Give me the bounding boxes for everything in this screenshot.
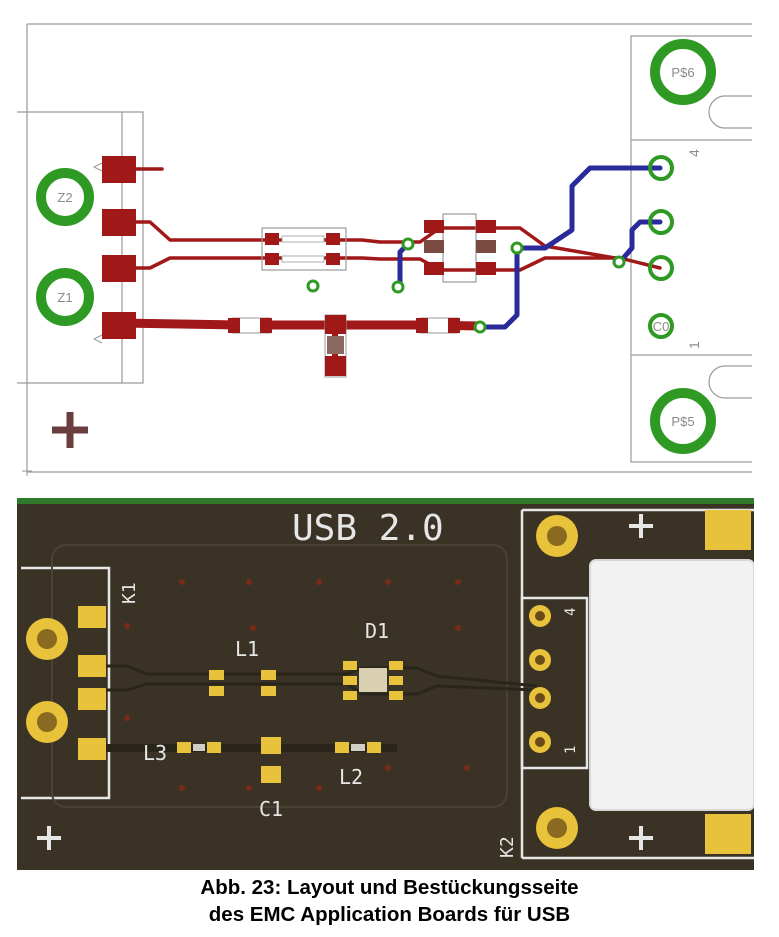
ground-plane-border [51,544,508,808]
inductor-l2-footprint [416,317,460,334]
caption-line-2: des EMC Application Boards für USB [208,903,571,926]
fiducial-cross [52,412,88,448]
board-cutout [590,560,754,810]
pad-label-p6: P$6 [671,65,694,80]
board-photo: USB 2.0 L1 D1 L3 L2 C1 K1 K2 4 1 [17,498,754,870]
pcb-layout-view: Z2 Z1 P$6 P$5 4 1 C0 [17,23,752,476]
top-layer-traces [115,167,662,363]
connector-pin-marks [92,162,103,344]
inductor-l1-footprint [261,227,347,271]
silk-pin-1: 1 [563,746,579,754]
left-connector-pads [102,156,136,339]
board-outline [17,23,752,473]
silk-label-l2: L2 [339,765,363,789]
silk-label-k2: K2 [497,836,518,858]
photo-plus-marks [37,514,653,850]
caption-line-1: Abb. 23: Layout und Bestückungsseite [200,876,579,899]
pad-label-z1: Z1 [57,290,72,305]
right-connector-pins [648,155,674,339]
silk-label-l1: L1 [235,637,259,661]
silk-pin-4: 4 [563,608,579,616]
photo-gold-pads [78,510,751,854]
vias [306,237,626,334]
connector-label: C0 [653,319,670,334]
photo-mounting-holes [26,515,578,849]
silk-label-c1: C1 [259,797,283,821]
pad-label-p5: P$5 [671,414,694,429]
silk-label-k1: K1 [119,582,140,604]
board-title: USB 2.0 [292,508,444,549]
capacitor-c1-footprint [324,314,347,378]
photo-connector-pins [529,605,551,753]
photo-vias [124,579,470,791]
pin-mark-1: 1 [686,341,702,349]
diode-d1-footprint [424,213,496,283]
inductor-l3-footprint [228,317,272,334]
silk-label-l3: L3 [143,741,167,765]
photo-component-bodies [193,668,387,751]
pin-mark-4: 4 [686,149,702,157]
mounting-pads [36,39,716,454]
figure-caption: Abb. 23: Layout und Bestückungsseite des… [0,874,779,928]
silk-label-d1: D1 [365,619,389,643]
pad-label-z2: Z2 [57,190,72,205]
origin-cross [22,466,32,476]
